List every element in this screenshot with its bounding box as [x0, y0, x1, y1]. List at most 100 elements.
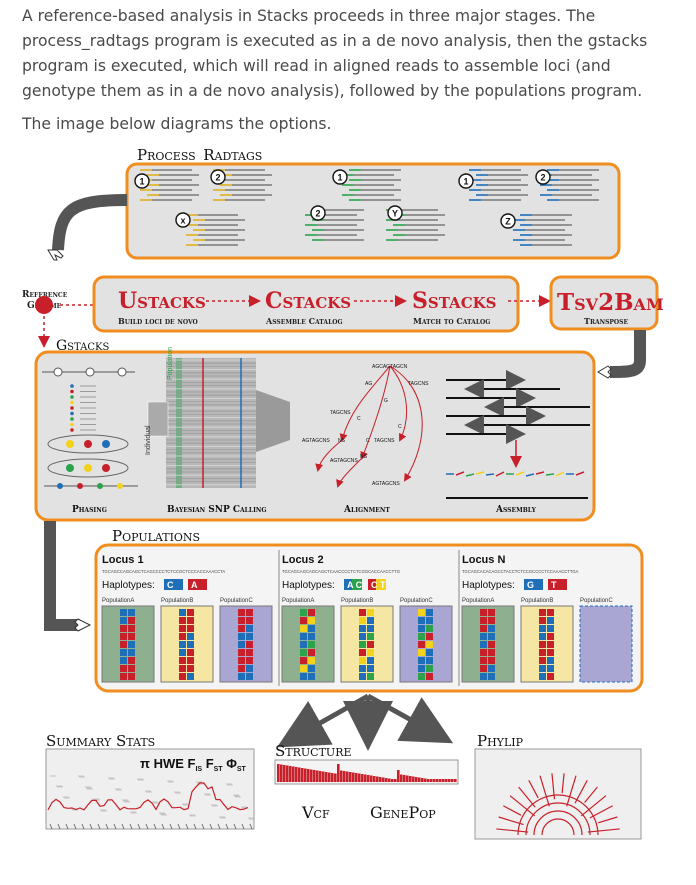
genotype-cell	[426, 673, 433, 680]
genotype-cell	[187, 673, 194, 680]
genotype-cell	[418, 673, 425, 680]
haplotype-swatch	[376, 579, 386, 590]
stage-cstacks: Cstacks Assemble Catalog	[265, 288, 351, 326]
genotype-cell	[246, 665, 253, 672]
genotype-cell	[120, 673, 127, 680]
genotype-cell	[367, 657, 374, 664]
genotype-cell	[179, 609, 186, 616]
haplotype-swatch	[548, 579, 567, 590]
genotype-cell	[246, 617, 253, 624]
haplotype-swatch	[344, 579, 354, 590]
genotype-cell	[418, 617, 425, 624]
genotype-cell	[359, 649, 366, 656]
structure-bar	[382, 777, 385, 782]
genotype-cell	[480, 641, 487, 648]
tree-arc	[517, 794, 599, 836]
structure-bar	[409, 776, 412, 782]
genotype-cell	[238, 609, 245, 616]
genotype-cell	[426, 625, 433, 632]
connector-gstacks-populations	[44, 521, 80, 631]
phylip-panel	[474, 748, 642, 840]
tree-branch	[566, 775, 577, 807]
genotype-cell	[308, 633, 315, 640]
structure-bar	[361, 774, 364, 782]
sample-marker-label: 2	[540, 173, 545, 183]
genotype-cell	[480, 609, 487, 616]
genotype-cell	[128, 649, 135, 656]
genotype-cell	[300, 673, 307, 680]
genotype-cell	[187, 609, 194, 616]
population-label: PopulationA	[102, 598, 134, 604]
population-axis-label: Population	[167, 347, 174, 380]
stage-ustacks: Ustacks Build loci de novo	[118, 288, 206, 326]
sample-marker-label: Y	[392, 209, 398, 219]
genotype-cell	[128, 633, 135, 640]
genotype-cell	[480, 617, 487, 624]
haplotype-swatch	[524, 579, 543, 590]
phase-dot	[70, 384, 74, 388]
locus-sequence: TGCAGCAGCAGCAGCTCAACCCCTCTCGGCACCAACCTTG	[282, 569, 400, 574]
genotype-cell	[418, 633, 425, 640]
stats-curve	[47, 782, 249, 811]
genotype-cell	[539, 609, 546, 616]
genotype-cell	[488, 673, 495, 680]
stats-tick	[57, 823, 61, 830]
genotype-cell	[418, 657, 425, 664]
genotype-cell	[300, 665, 307, 672]
stats-tick	[209, 823, 213, 830]
locus-name: Locus 2	[282, 554, 324, 566]
genotype-cell	[539, 641, 546, 648]
tsv2bam-panel	[549, 275, 659, 331]
stats-tick	[169, 823, 173, 830]
structure-bar	[334, 773, 337, 782]
stats-tick	[49, 823, 53, 830]
stats-tick	[153, 823, 157, 830]
structure-bar	[322, 771, 325, 782]
structure-bar	[406, 775, 409, 782]
snp-calling-graphic: Population Individual	[145, 347, 290, 488]
genotype-cell	[300, 641, 307, 648]
genotype-cell	[418, 609, 425, 616]
genotype-cell	[187, 657, 194, 664]
structure-bar	[394, 779, 397, 782]
genotype-cell	[426, 649, 433, 656]
genotype-cell	[359, 657, 366, 664]
genotype-cell	[547, 673, 554, 680]
structure-bar	[403, 775, 406, 782]
genotype-cell	[488, 617, 495, 624]
genotype-cell	[187, 617, 194, 624]
structure-bar	[316, 770, 319, 782]
genotype-cell	[128, 609, 135, 616]
genotype-cell	[308, 609, 315, 616]
genotype-cell	[179, 665, 186, 672]
population-label: PopulationA	[462, 598, 494, 604]
structure-bar	[433, 779, 436, 782]
structure-bar	[292, 766, 295, 782]
structure-bar	[328, 772, 331, 782]
stats-tick	[193, 823, 197, 830]
genotype-cell	[238, 633, 245, 640]
structure-bar	[451, 779, 454, 782]
ustacks-subtitle: Build loci de novo	[118, 316, 198, 326]
assembly-fragment	[465, 473, 475, 477]
alignment-graphic: AGCAGTAGCN AG TAGCNS G TAGCNS C AGTAGCNS…	[302, 364, 429, 488]
reference-genome-dot	[35, 296, 53, 314]
phase-dot	[70, 417, 74, 421]
sample-marker-circle	[458, 173, 474, 189]
stats-tick	[129, 823, 133, 830]
genotype-cell	[246, 657, 253, 664]
haplotype-allele: T	[551, 580, 557, 590]
structure-bar	[280, 764, 283, 782]
genotype-cell	[128, 617, 135, 624]
tree-arc	[533, 810, 583, 836]
haplotype-allele: A C	[347, 580, 363, 590]
sample-marker-label: 2	[215, 173, 220, 183]
genotype-cell	[367, 617, 374, 624]
structure-bar	[295, 767, 298, 782]
structure-bar	[325, 772, 328, 782]
genotype-cell	[359, 633, 366, 640]
haplotype-swatch	[188, 579, 207, 590]
structure-bar	[400, 774, 403, 782]
structure-bar	[307, 769, 310, 782]
individual-axis-label: Individual	[145, 425, 152, 455]
